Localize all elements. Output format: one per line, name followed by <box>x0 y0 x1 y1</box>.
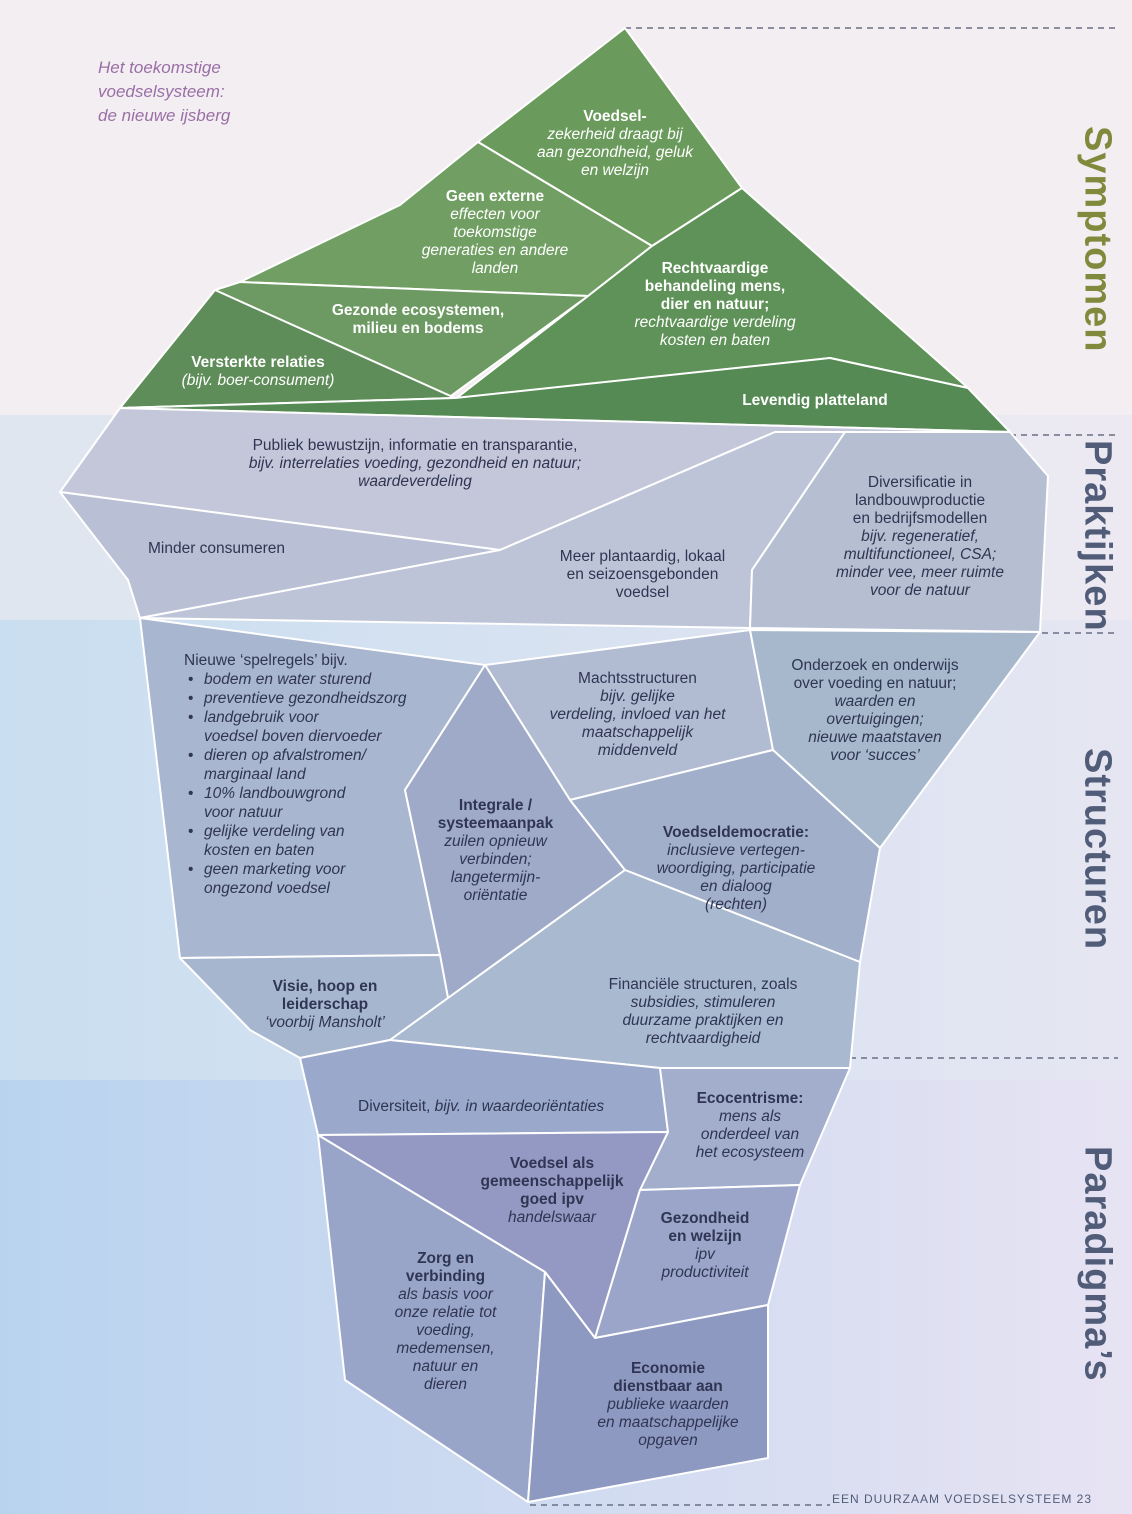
section-label-praktijken: Praktijken <box>1076 440 1119 632</box>
section-dividers <box>530 27 1118 1506</box>
spelregel-item: bodem en water sturend <box>188 670 454 689</box>
label-integrale: Integrale / systeemaanpak zuilen opnieuw… <box>437 797 554 904</box>
spelregels-list: bodem en water sturend preventieve gezon… <box>184 670 454 898</box>
label-zorg: Zorg en verbinding als basis voor onze r… <box>394 1250 497 1393</box>
spelregel-item: dieren op afvalstromen/marginaal land <box>188 746 454 784</box>
praktijken-layer <box>59 407 1049 633</box>
paradigmas-layer <box>299 1039 851 1503</box>
label-versterkte: Versterkte relaties (bijv. boer-consumen… <box>181 354 335 389</box>
title-line-2: voedselsysteem: <box>98 82 225 101</box>
label-gezondheid: Gezondheid en welzijn ipv productiviteit <box>660 1210 750 1281</box>
title-line-1: Het toekomstige <box>98 58 221 77</box>
label-macht: Machtsstructuren bijv. gelijke verdeling… <box>549 670 726 759</box>
diagram-title: Het toekomstige voedselsysteem: de nieuw… <box>98 56 298 128</box>
spelregel-item: preventieve gezondheidszorg <box>188 689 454 708</box>
section-label-paradigmas: Paradigma’s <box>1076 1146 1119 1382</box>
label-voedsel: Voedsel als gemeenschappelijk goed ipv h… <box>480 1155 624 1226</box>
spelregels-title: Nieuwe ‘spelregels’ bijv. <box>184 652 348 669</box>
label-onderzoek: Onderzoek en onderwijs over voeding en n… <box>791 657 959 764</box>
label-minder: Minder consumeren <box>148 540 285 557</box>
label-geen-externe: Geen externe effecten voor toekomstige g… <box>421 188 569 277</box>
facet-democratie <box>569 749 881 963</box>
facet-economie <box>527 1271 769 1503</box>
label-rechtvaardige: Rechtvaardige behandeling mens, dier en … <box>634 260 796 349</box>
page-footer: EEN DUURZAAM VOEDSELSYSTEEM 23 <box>831 1492 1092 1506</box>
label-financiele: Financiële structuren, zoals subsidies, … <box>608 976 798 1047</box>
label-ecocentrisme: Ecocentrisme: mens als onderdeel van het… <box>695 1090 805 1161</box>
label-diversiteit: Diversiteit, bijv. in waardeoriëntaties <box>358 1098 605 1115</box>
title-line-3: de nieuwe ijsberg <box>98 106 231 125</box>
label-gezonde: Gezonde ecosystemen, milieu en bodems <box>331 302 505 337</box>
label-visie: Visie, hoop en leiderschap ‘voorbij Mans… <box>265 978 385 1031</box>
label-meer: Meer plantaardig, lokaal en seizoensgebo… <box>559 548 726 601</box>
label-diversificatie: Diversificatie in landbouwproductie en b… <box>836 474 1004 599</box>
label-spelregels: Nieuwe ‘spelregels’ bijv. bodem en water… <box>184 652 454 898</box>
label-levendig: Levendig platteland <box>742 392 888 409</box>
section-label-symptomen: Symptomen <box>1076 126 1119 353</box>
label-democratie: Voedseldemocratie: inclusieve vertegen- … <box>656 824 816 913</box>
label-economie: Economie dienstbaar aan publieke waarden… <box>597 1360 739 1449</box>
label-voedselzekerheid: Voedsel- zekerheid draagt bij aan gezond… <box>537 108 693 179</box>
section-label-structuren: Structuren <box>1076 748 1119 951</box>
label-publiek: Publiek bewustzijn, informatie en transp… <box>248 437 582 490</box>
